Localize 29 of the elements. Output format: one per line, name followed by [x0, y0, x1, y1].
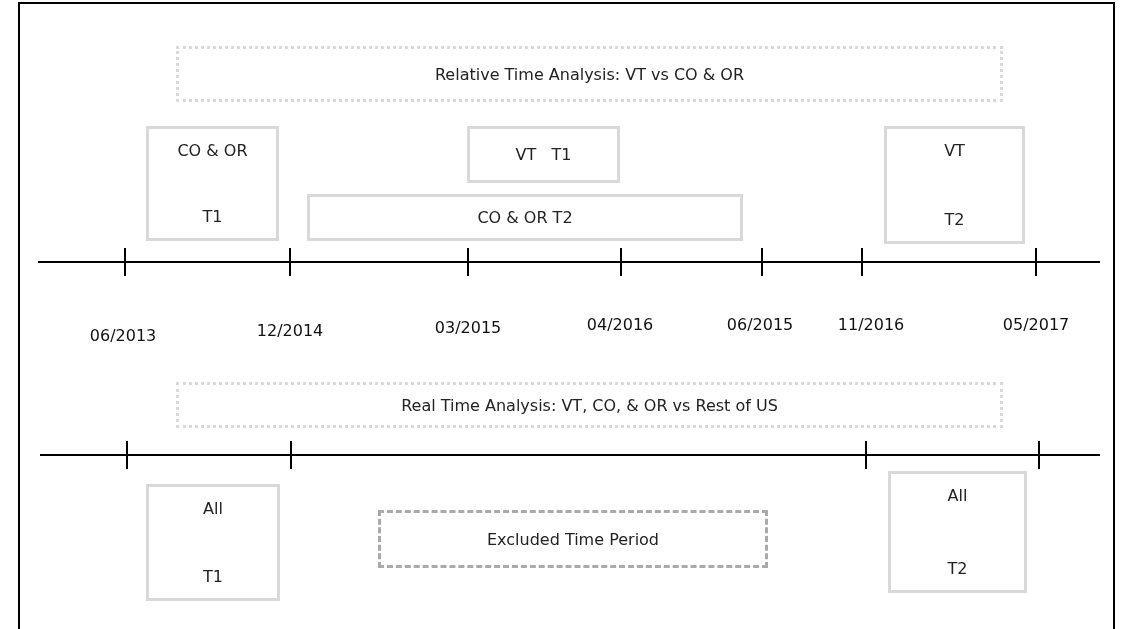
period-label: T2 — [947, 559, 968, 578]
period-label: T1 — [202, 207, 223, 226]
analysis-band — [176, 46, 1003, 102]
period-label: CO & OR — [177, 141, 248, 160]
period-label: All — [203, 499, 223, 518]
period-label: VT — [944, 141, 965, 160]
analysis-band — [176, 382, 1003, 428]
date-label: 06/2015 — [726, 315, 794, 334]
date-label: 05/2017 — [1002, 315, 1070, 334]
period-box — [888, 471, 1027, 593]
date-label: 12/2014 — [256, 321, 324, 340]
date-label: 11/2016 — [837, 315, 905, 334]
period-label: T2 — [944, 210, 965, 229]
period-label: Real Time Analysis: VT, CO, & OR vs Rest of US — [401, 395, 778, 415]
date-label: 04/2016 — [586, 315, 654, 334]
period-label: VT T1 — [515, 145, 572, 164]
date-label: 06/2013 — [89, 326, 157, 345]
period-label: CO & OR T2 — [477, 208, 573, 227]
period-box — [146, 126, 279, 241]
period-box — [467, 126, 620, 183]
period-label: All — [947, 486, 968, 505]
period-label: T1 — [203, 567, 223, 586]
period-label: Relative Time Analysis: VT vs CO & OR — [434, 64, 745, 84]
period-box — [146, 484, 280, 601]
period-box — [307, 194, 743, 241]
period-box — [884, 126, 1025, 244]
date-label: 03/2015 — [434, 318, 502, 337]
period-label: Excluded Time Period — [486, 529, 660, 549]
excluded-period-box — [378, 510, 768, 568]
